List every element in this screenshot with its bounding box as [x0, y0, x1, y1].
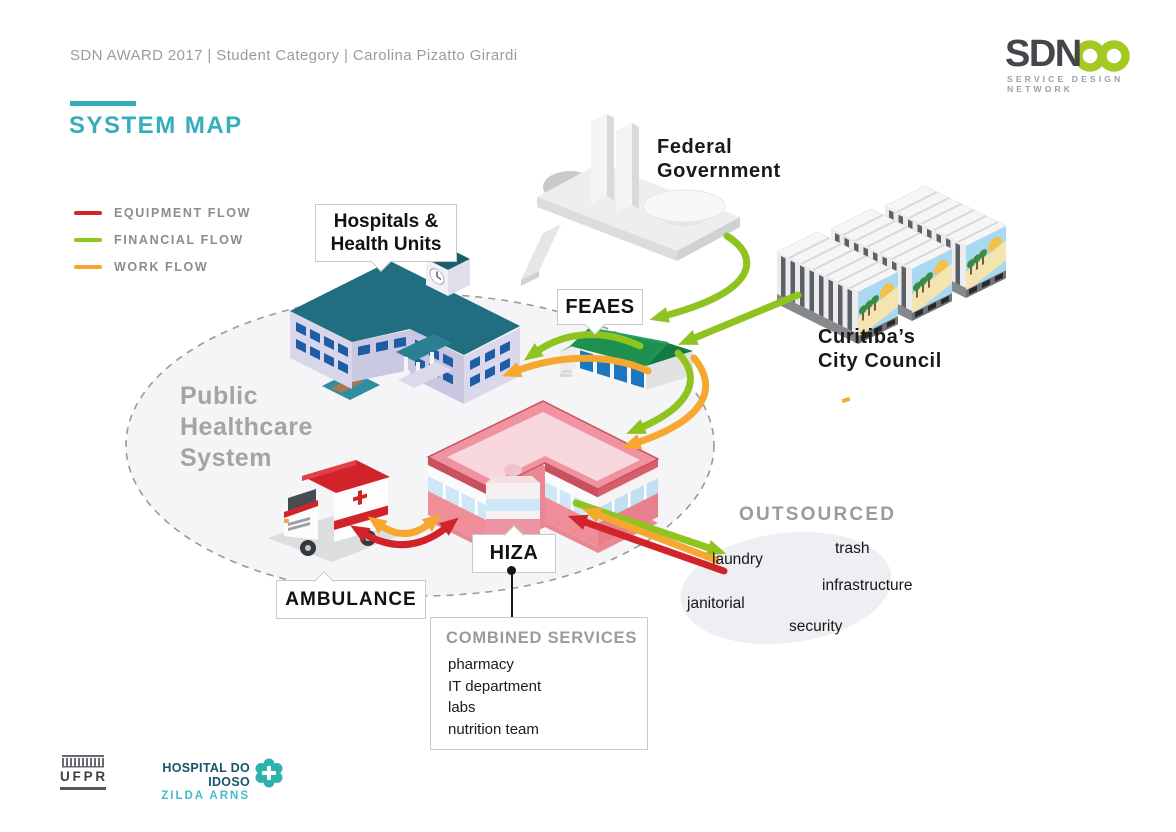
credit-line: SDN AWARD 2017 | Student Category | Caro…: [70, 47, 518, 64]
outsourced-title: OUTSOURCED: [739, 504, 897, 525]
outsourced-item-janitorial: janitorial: [687, 595, 745, 612]
combined-services-title: COMBINED SERVICES: [446, 629, 638, 647]
zilda-arns-flower-icon: [255, 758, 283, 788]
outsourced-item-trash: trash: [835, 540, 870, 557]
federal-government-label: Federal Government: [657, 135, 781, 183]
flow-outsourced-to-hiza-work: [581, 507, 720, 564]
flow-curitiba-to-feaes: [678, 291, 802, 345]
system-boundary-line: System: [180, 444, 272, 472]
outsourced-item-laundry: laundry: [712, 551, 763, 568]
flow-outsourced-to-hiza-equipment: [567, 514, 728, 575]
hospital-building: [290, 248, 520, 405]
flow-arrows: [350, 232, 851, 575]
outsourced-item-infrastructure: infrastructure: [822, 577, 913, 594]
sdn-infinity-icon: [1074, 40, 1130, 72]
combined-item-nutrition-team: nutrition team: [448, 720, 539, 738]
legend-label: WORK FLOW: [114, 260, 209, 274]
hiza-callout: HIZA: [472, 524, 556, 573]
feaes-callout: FEAES: [557, 289, 643, 335]
hiza-services-connector-dot: [507, 566, 516, 575]
ambulance-callout: AMBULANCE: [276, 570, 426, 619]
combined-item-labs: labs: [448, 699, 476, 716]
callout-line: AMBULANCE: [285, 588, 417, 610]
curitiba-city-council-label: Curitiba’s City Council: [818, 325, 942, 373]
system-boundary-line: Public: [180, 382, 259, 410]
legend-item-work: WORK FLOW: [74, 260, 251, 274]
financial-flow-swatch: [74, 237, 102, 243]
hiza-services-connector-line: [511, 570, 513, 618]
stray-mark: [841, 396, 851, 404]
work-flow-swatch: [74, 264, 102, 270]
legend-label: FINANCIAL FLOW: [114, 233, 244, 247]
system-boundary-label: Public Healthcare System: [180, 381, 313, 474]
ufpr-logo-text: UFPR: [60, 769, 108, 784]
label-line: Curitiba’s: [818, 326, 916, 348]
system-boundary-line: Healthcare: [180, 413, 313, 441]
title-accent-bar: [70, 101, 136, 106]
callout-line: Health Units: [330, 234, 442, 255]
legend: EQUIPMENT FLOW FINANCIAL FLOW WORK FLOW: [74, 206, 251, 274]
flow-fedgov-to-feaes: [649, 232, 751, 323]
ufpr-logo-icon: [60, 755, 106, 790]
sdn-logo-tagline: SERVICE DESIGN NETWORK: [1007, 74, 1124, 94]
flow-feaes-to-hiza-work: [621, 354, 710, 450]
hospital-do-idoso-subname: ZILDA ARNS: [161, 790, 250, 802]
callout-line: HIZA: [489, 542, 539, 564]
label-line: City Council: [818, 350, 942, 372]
flow-feaes-to-hospital-work: [501, 354, 652, 378]
legend-item-financial: FINANCIAL FLOW: [74, 233, 251, 247]
label-line: Federal: [657, 136, 733, 158]
callout-line: Hospitals &: [333, 211, 439, 232]
flow-feaes-to-hiza-financial: [626, 349, 694, 434]
federal-government-building: [521, 114, 740, 286]
combined-item-pharmacy: pharmacy: [448, 656, 514, 673]
outsourced-cloud: [680, 531, 892, 645]
outsourced-item-security: security: [789, 618, 843, 635]
page-title: SYSTEM MAP: [69, 112, 243, 139]
legend-label: EQUIPMENT FLOW: [114, 206, 251, 220]
flow-ambulance-hiza-equipment: [350, 517, 459, 549]
curitiba-city-council-buildings: [776, 185, 1007, 346]
combined-item-it-department: IT department: [448, 677, 542, 695]
hospitals-callout: Hospitals & Health Units: [315, 204, 457, 272]
callout-line: FEAES: [565, 295, 635, 318]
sdn-logo-text: SDN: [1005, 33, 1082, 75]
legend-item-equipment: EQUIPMENT FLOW: [74, 206, 251, 220]
hospital-do-idoso-name: HOSPITAL DO IDOSO: [162, 761, 250, 789]
flow-feaes-to-hospital-financial: [523, 331, 644, 361]
label-line: Government: [657, 160, 781, 182]
hospital-do-idoso-logo: HOSPITAL DO IDOSO ZILDA ARNS: [128, 761, 250, 802]
equipment-flow-swatch: [74, 210, 102, 216]
combined-services-box: COMBINED SERVICES pharmacy IT department…: [430, 617, 648, 750]
